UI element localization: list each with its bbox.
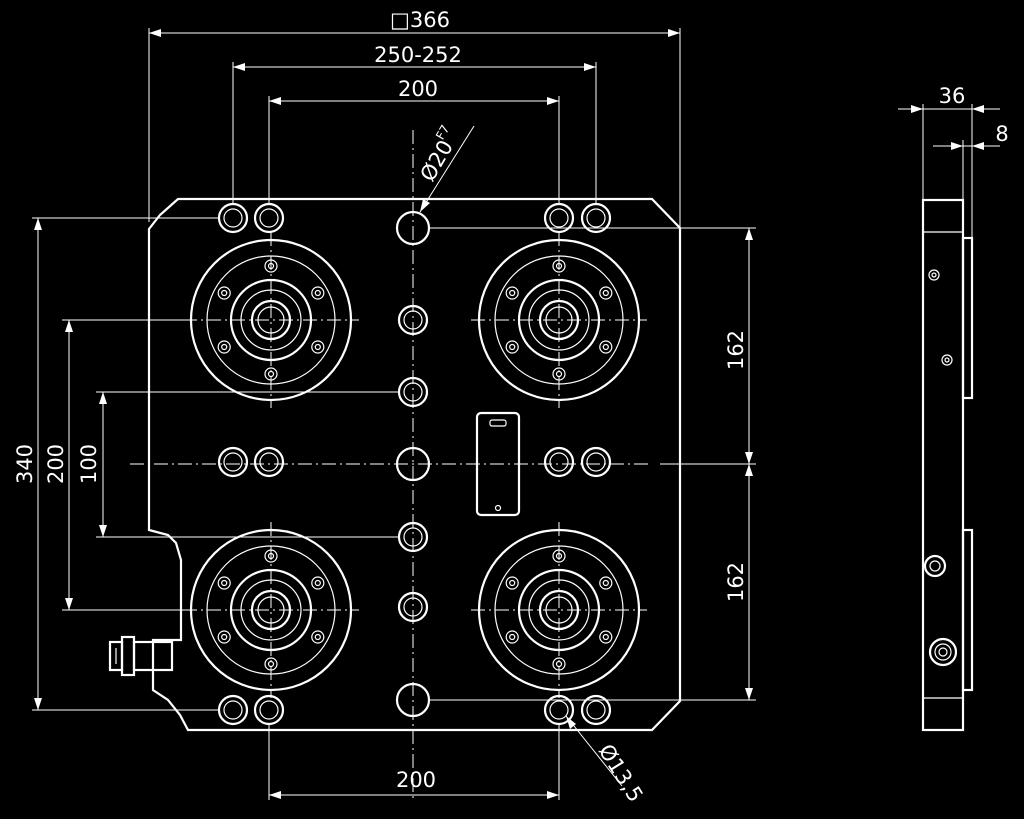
dim-8 [933, 140, 1000, 200]
leader-bore [419, 125, 475, 213]
dim-200-top-label: 200 [398, 77, 438, 101]
dim-200-left-label: 200 [44, 444, 68, 484]
chuck-bottom-left [181, 520, 361, 700]
air-connector [108, 635, 174, 677]
plate-outline [147, 197, 682, 732]
dim-200-bottom-label: 200 [396, 768, 436, 792]
bore-tol-label: F7 [433, 123, 452, 143]
label-plate [475, 411, 521, 517]
chuck-top-right [469, 230, 649, 410]
dim-100 [96, 391, 398, 538]
dim-100-label: 100 [77, 444, 101, 484]
side-view [921, 198, 974, 732]
dim-250-252 [232, 62, 597, 204]
leader-hole [565, 715, 623, 787]
dim-162 [430, 227, 756, 701]
dim-200-left [62, 319, 190, 611]
dim-366-label: □366 [390, 8, 450, 32]
dim-200-top [268, 96, 560, 204]
hole-dia-label: Ø13,5 [594, 740, 648, 806]
dim-36 [898, 104, 1000, 238]
dim-200-bottom [268, 724, 560, 800]
dim-36-label: 36 [939, 84, 966, 108]
dim-340 [32, 217, 220, 711]
dim-162-bottom-label: 162 [724, 562, 748, 602]
bore-bottom [395, 682, 431, 718]
dim-250-252-label: 250-252 [374, 43, 462, 67]
chuck-top-left [181, 230, 361, 410]
dim-8-label: 8 [995, 122, 1008, 146]
bore-top [395, 210, 431, 246]
chuck-bottom-right [469, 520, 649, 700]
dim-162-top-label: 162 [724, 330, 748, 370]
dim-366 [148, 28, 681, 240]
bore-center [395, 446, 431, 482]
dim-340-label: 340 [13, 444, 37, 484]
